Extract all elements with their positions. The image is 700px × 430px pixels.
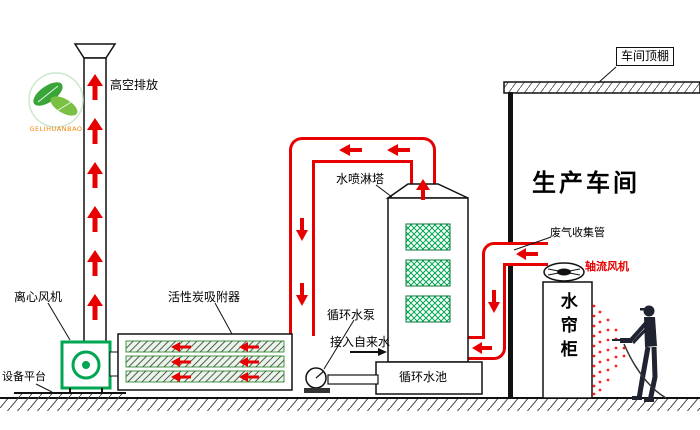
axial-fan-unit [543, 262, 585, 282]
label-centrifugal-fan: 离心风机 [14, 290, 63, 304]
label-equipment-platform: 设备平台 [2, 370, 46, 383]
label-production-workshop: 生产车间 [532, 169, 640, 197]
tap-water-arrow [350, 348, 387, 356]
label-tap-water-inlet: 接入自来水 [330, 335, 391, 349]
duct-tower-to-adsorber [289, 137, 436, 336]
water-curtain-cabinet-box [542, 281, 593, 399]
duct-cabinet-to-tower [464, 242, 548, 360]
logo-caption: GELIHUANBAO [29, 125, 83, 133]
spray-tower-vessel [375, 183, 483, 395]
duct-flow-arrows [296, 144, 538, 354]
adsorber-flow-arrows [171, 342, 259, 382]
workshop-ceiling-beam [503, 81, 700, 94]
label-axial-fan: 轴流风机 [585, 260, 629, 273]
equipment-platform-line [14, 392, 126, 399]
label-high-emission: 高空排放 [110, 78, 159, 92]
label-exhaust-collection-pipe: 废气收集管 [550, 226, 605, 239]
label-spray-tower: 水喷淋塔 [336, 172, 385, 186]
circulating-pump-unit [304, 367, 379, 393]
leader-lines [35, 66, 617, 393]
carbon-adsorber-vessel [117, 333, 293, 391]
label-circulating-pump: 循环水泵 [327, 308, 376, 322]
label-water-curtain-cabinet: 水帘柜 [556, 292, 577, 364]
ground-line [0, 397, 700, 411]
centrifugal-fan-unit [60, 340, 119, 393]
label-carbon-adsorber: 活性炭吸附器 [168, 290, 241, 304]
label-circulating-pool: 循环水池 [399, 370, 448, 384]
tower-outlet-arrow [416, 179, 430, 200]
worker-figure [612, 305, 667, 402]
spray-mist-dots [592, 304, 626, 396]
stack-flow-arrows [87, 74, 103, 320]
company-logo-leaves [28, 72, 84, 128]
label-workshop-ceiling: 车间顶棚 [616, 47, 675, 67]
